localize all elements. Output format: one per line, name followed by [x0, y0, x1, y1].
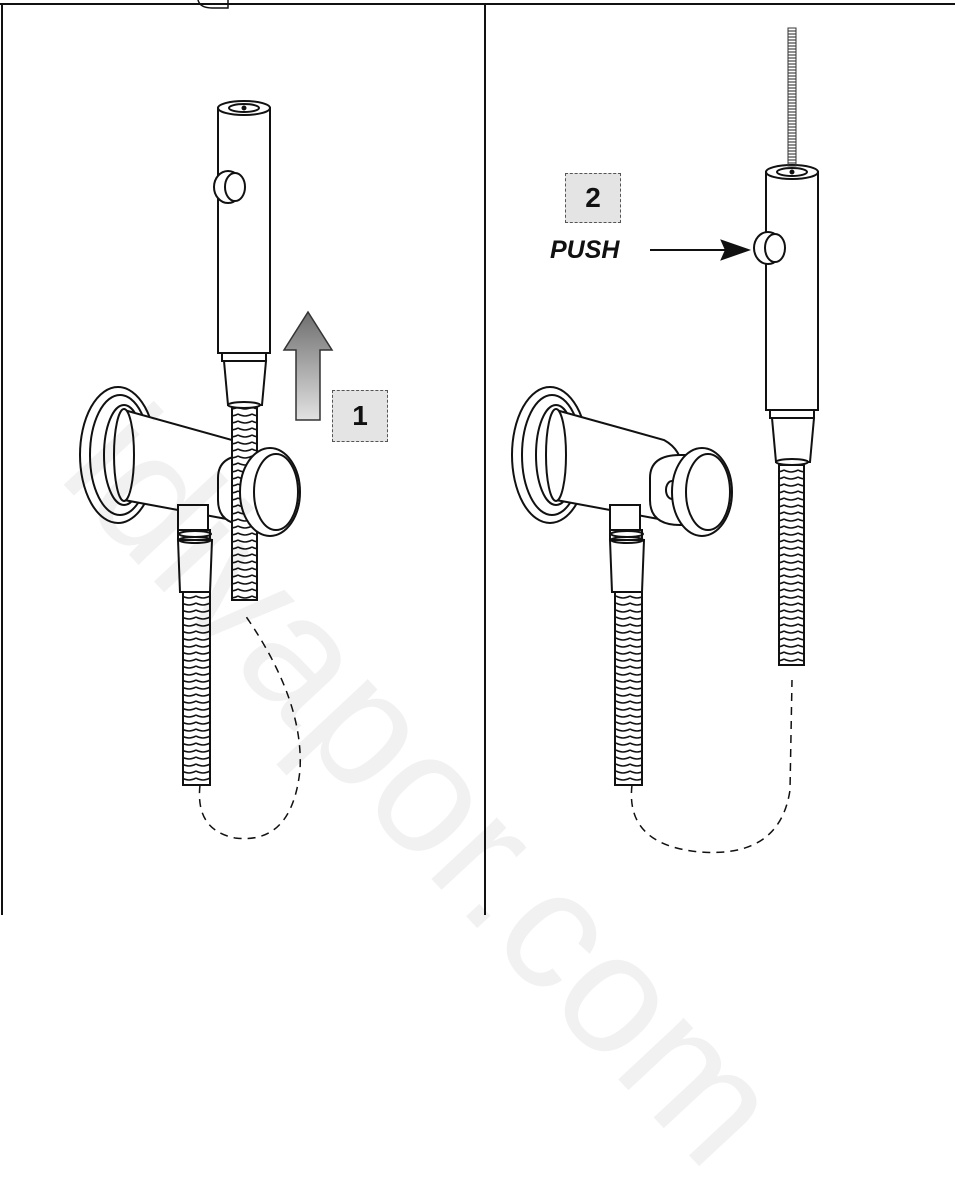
push-label: PUSH — [550, 236, 620, 264]
handshower — [753, 164, 819, 466]
step-1-illustration — [79, 100, 334, 840]
lower-outlet — [608, 504, 646, 593]
lift-arrow — [282, 310, 334, 421]
retaining-chain — [787, 27, 797, 167]
lower-outlet — [176, 504, 214, 593]
installation-diagram — [0, 0, 955, 915]
diagram-frame — [0, 0, 955, 915]
handshower — [213, 100, 271, 409]
hose-loop-dashed — [198, 614, 301, 840]
step-2-illustration — [511, 27, 819, 854]
lower-hose — [182, 591, 211, 786]
hose-loop-dashed — [630, 679, 793, 854]
lower-hose — [614, 591, 643, 786]
step-2-badge: 2 — [565, 173, 621, 223]
push-arrow — [650, 239, 752, 261]
shower-hose — [778, 464, 805, 666]
step-1-badge: 1 — [332, 390, 388, 442]
